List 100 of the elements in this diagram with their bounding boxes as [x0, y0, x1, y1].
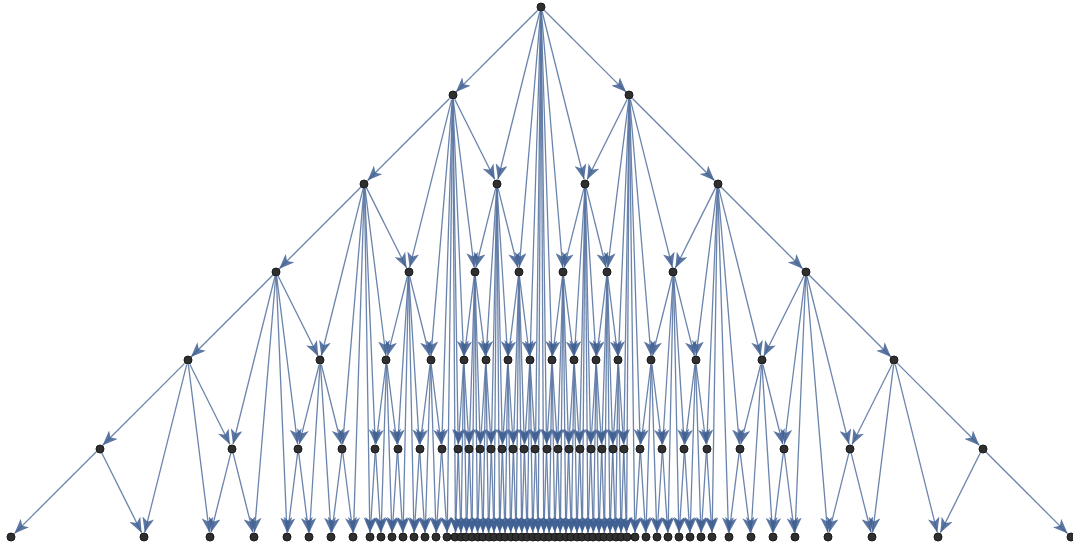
arrow	[363, 187, 376, 533]
graph-node	[514, 267, 524, 277]
arrow	[783, 452, 799, 533]
arrow	[452, 99, 469, 357]
arrow	[395, 452, 408, 533]
graph-node	[459, 355, 469, 365]
graph-node	[492, 179, 502, 189]
arrow	[472, 452, 485, 533]
arrow	[473, 187, 497, 269]
arrow	[541, 10, 587, 180]
graph-node	[547, 355, 557, 365]
arrow	[409, 452, 422, 533]
arrow	[387, 452, 400, 533]
arrow	[695, 364, 711, 445]
arrow	[190, 274, 274, 358]
graph-node	[889, 355, 899, 365]
graph-node	[503, 355, 513, 365]
arrow	[630, 452, 642, 533]
arrow	[297, 363, 320, 445]
arrow	[342, 452, 357, 533]
arrow	[851, 363, 893, 446]
arrow	[674, 452, 687, 533]
arrow	[769, 452, 784, 533]
graph-node	[227, 444, 237, 453]
graph-node	[293, 444, 303, 453]
graph-node	[768, 532, 778, 542]
arrow	[476, 452, 489, 533]
arrow	[408, 275, 425, 445]
arrow	[365, 452, 378, 533]
graph-node	[702, 444, 712, 453]
arrow	[562, 187, 585, 269]
arrow	[494, 452, 507, 533]
arrow	[504, 275, 519, 357]
arrow	[640, 364, 653, 533]
graph-node	[398, 532, 408, 542]
arrow	[473, 275, 486, 445]
arrow	[430, 364, 446, 445]
arrow	[720, 186, 804, 270]
arrow	[680, 364, 696, 445]
graph-node	[691, 355, 700, 365]
arrow	[850, 452, 874, 534]
arrow	[780, 275, 806, 445]
graph-node	[536, 2, 546, 12]
arrow	[694, 364, 707, 533]
arrow	[608, 452, 621, 533]
arrow	[657, 275, 674, 445]
arrow	[650, 364, 663, 533]
graph-node	[530, 444, 540, 453]
arrow	[805, 275, 833, 533]
arrow	[808, 274, 892, 358]
arrow	[692, 187, 718, 357]
arrow	[454, 452, 467, 533]
graph-node	[508, 444, 518, 453]
arrow	[585, 187, 609, 269]
arrow	[613, 99, 630, 357]
graph-node	[95, 444, 104, 453]
graph-node	[823, 532, 833, 542]
graph-node	[475, 444, 485, 453]
arrow	[497, 187, 520, 269]
arrow	[189, 363, 231, 446]
arrow	[454, 98, 496, 181]
graph-node	[707, 532, 717, 542]
graph-node	[431, 532, 441, 542]
graph-node	[586, 444, 596, 453]
graph-node	[282, 532, 292, 542]
arrow	[409, 275, 432, 357]
graph-node	[641, 532, 651, 542]
arrow	[674, 186, 717, 269]
arrow	[718, 187, 763, 357]
arrow	[483, 452, 496, 533]
graph-node	[724, 532, 734, 542]
graph-node	[348, 532, 358, 542]
graph-node	[624, 90, 634, 100]
arrow	[450, 452, 463, 533]
graph-node	[933, 532, 943, 542]
arrow	[304, 364, 321, 533]
graph-node	[6, 532, 16, 542]
arrow	[249, 275, 277, 533]
graph-node	[442, 532, 452, 542]
arrow	[636, 364, 652, 445]
arrow	[373, 452, 386, 533]
arrow	[894, 363, 940, 534]
graph-node	[337, 444, 347, 453]
graph-node	[757, 355, 767, 365]
arrow	[13, 451, 97, 535]
arrow	[327, 452, 343, 533]
arrow	[365, 186, 408, 269]
graph-node	[663, 532, 673, 542]
graph-node	[315, 355, 325, 365]
arrow	[682, 452, 695, 533]
arrow	[564, 452, 577, 533]
arrow	[471, 275, 484, 533]
arrow	[385, 364, 398, 533]
graph-node	[652, 532, 662, 542]
graph-node	[481, 355, 491, 365]
graph-node	[271, 267, 281, 277]
arrow	[739, 452, 755, 533]
arrow	[806, 275, 852, 445]
arrow	[319, 364, 337, 533]
arrow	[461, 452, 474, 533]
